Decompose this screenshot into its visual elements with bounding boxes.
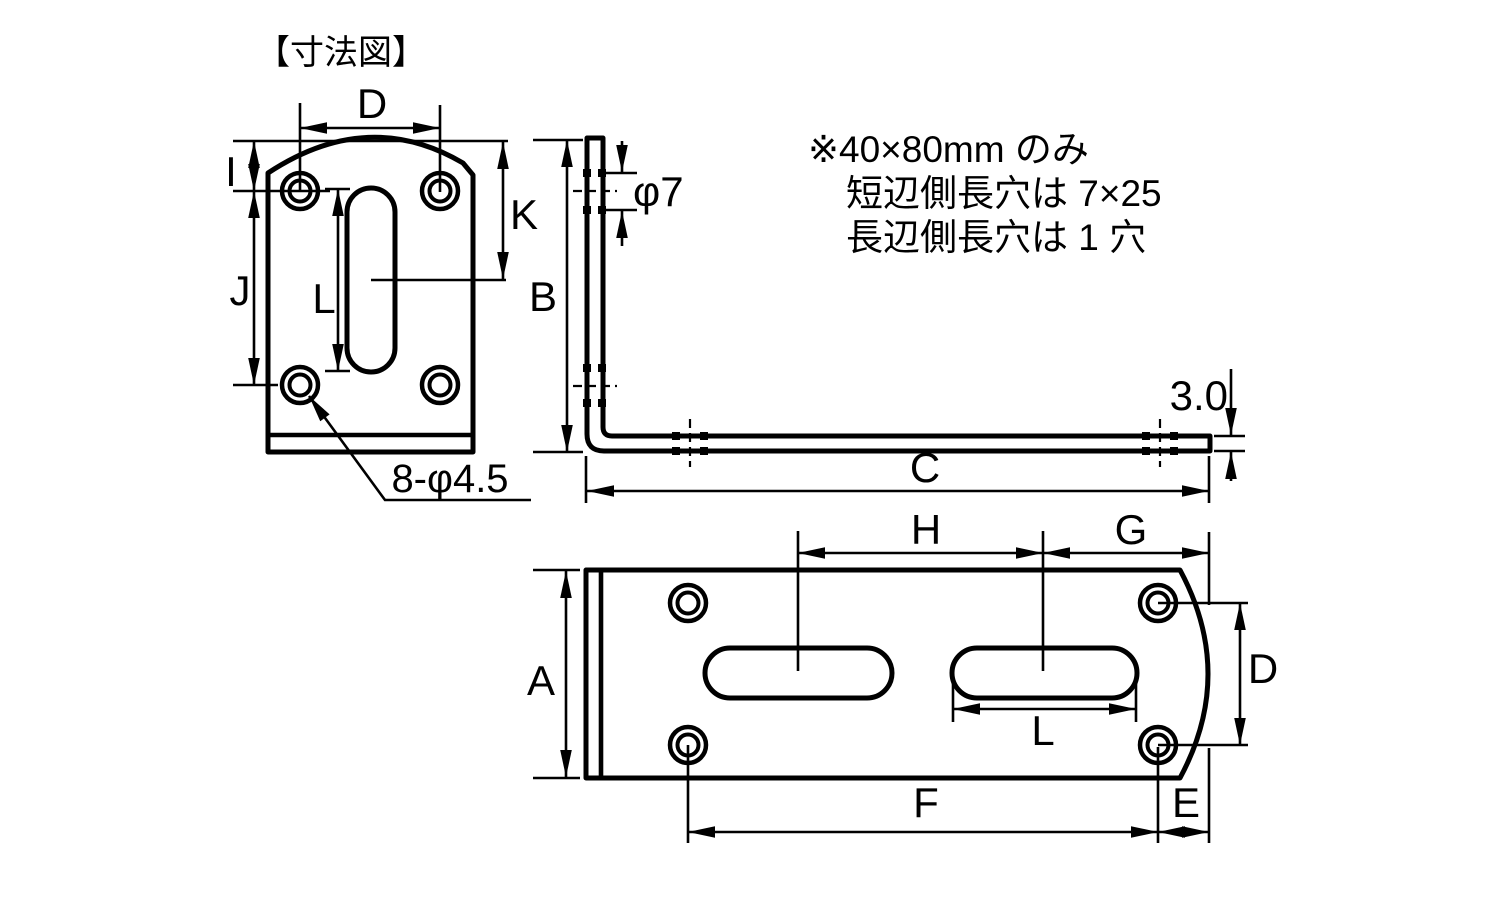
hole: [427, 372, 453, 398]
side-view: φ7 C 3.0: [573, 135, 1245, 503]
dim-label-phi7: φ7: [633, 168, 684, 215]
dim-label-D: D: [357, 80, 387, 127]
l-profile-outline: [584, 135, 1213, 454]
hole-section-mark: [672, 419, 708, 467]
bottom-view: A H G D L F E: [527, 506, 1278, 843]
dim-label-C: C: [910, 444, 940, 491]
dim-label-J: J: [230, 267, 251, 314]
dim-label-B: B: [529, 273, 557, 320]
hole-section-mark: [1142, 419, 1178, 467]
dim-label-thickness: 3.0: [1170, 372, 1228, 419]
dim-label-D2: D: [1248, 645, 1278, 692]
leader-line: [307, 395, 531, 502]
dim-label-I: I: [225, 148, 237, 195]
dim-label-A: A: [527, 657, 555, 704]
hole-section-mark: [573, 169, 617, 214]
slot: [949, 645, 1140, 701]
dim-label-K: K: [510, 191, 538, 238]
dim-label-L2: L: [1031, 707, 1054, 754]
hole-section-mark: [573, 364, 617, 407]
note-line-1: ※40×80mm のみ: [808, 129, 1089, 170]
hole: [287, 372, 313, 398]
hole-callout-label: 8-φ4.5: [391, 457, 508, 501]
note-line-3: 長辺側長穴は 1 穴: [846, 217, 1146, 258]
page-title: 【寸法図】: [256, 34, 426, 72]
dim-label-G: G: [1115, 506, 1148, 553]
dim-label-H: H: [911, 506, 941, 553]
dim-label-L: L: [312, 275, 335, 322]
note-block: ※40×80mm のみ 短辺側長穴は 7×25 長辺側長穴は 1 穴: [808, 129, 1162, 258]
bottom-plate-outline: [583, 567, 1211, 781]
dim-label-E: E: [1172, 779, 1200, 826]
front-view: D I J K L B 8-φ4.5: [225, 80, 583, 502]
note-line-2: 短辺側長穴は 7×25: [846, 173, 1162, 214]
hole: [675, 590, 701, 616]
dim-label-F: F: [913, 779, 939, 826]
